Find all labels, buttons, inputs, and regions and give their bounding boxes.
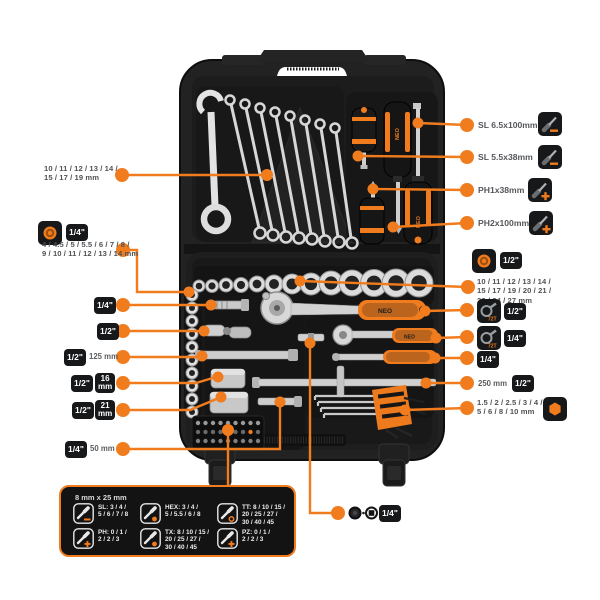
socket-icon xyxy=(38,221,62,245)
bit-icon-hex xyxy=(140,503,161,529)
svg-text:72T: 72T xyxy=(488,344,497,350)
badge-quarter-adapter: 1/4" xyxy=(94,297,116,314)
badge-half-ratchet: 1/2" xyxy=(504,303,526,320)
adapter-knurled xyxy=(212,299,249,311)
screwdriver-sl55 xyxy=(351,107,377,169)
screwdriver-sl65: NEO xyxy=(403,103,433,245)
badge-21mm: 21 mm xyxy=(95,400,116,420)
badge-quarter-ext50: 1/4" xyxy=(65,441,87,458)
screwdriver-ph2: NEO xyxy=(383,101,412,234)
callout-half-socket-sizes: 10 / 11 / 12 / 13 / 14 / 15 / 17 / 19 / … xyxy=(477,277,552,305)
svg-text:72T: 72T xyxy=(488,317,497,323)
bit-icon-sl xyxy=(73,503,94,529)
wrench-set xyxy=(224,94,359,250)
large-wrench xyxy=(196,89,232,235)
bit-list-ph: PH: 0 / 1 / 2 / 2 / 3 xyxy=(98,529,127,544)
bit-list-tx: TX: 8 / 10 / 15 / 20 / 25 / 27 / 30 / 40… xyxy=(165,529,210,551)
label-sl55: SL 5.5x38mm xyxy=(478,152,533,162)
badge-half-inch-header: 1/2" xyxy=(500,252,522,269)
bits-panel-title: 8 mm x 25 mm xyxy=(75,493,127,502)
bit-list-sl: SL: 3 / 4 / 5 / 6 / 7 / 8 xyxy=(98,504,129,519)
badge-quarter-flex: 1/4" xyxy=(477,351,499,368)
label-ph2: PH2x100mm xyxy=(478,218,530,228)
socket-21mm xyxy=(209,391,249,414)
phillips-screwdriver-icon xyxy=(529,211,553,235)
latch-right xyxy=(378,443,410,487)
bit-adapter-tool xyxy=(297,333,325,342)
slotted-screwdriver-icon xyxy=(538,112,562,136)
badge-half-joint: 1/2" xyxy=(97,323,119,340)
flex-handle xyxy=(332,350,437,364)
ratchet-icon: 72T xyxy=(477,326,501,350)
label-50mm: 50 mm xyxy=(90,444,115,453)
bit-list-tt: TT: 8 / 10 / 15 / 20 / 25 / 27 / 30 / 40… xyxy=(242,504,285,526)
callout-dots xyxy=(115,117,475,520)
svg-text:NEO: NEO xyxy=(378,308,392,315)
bit-list-pz: PZ: 0 / 1 / 2 / 2 / 3 xyxy=(242,529,271,544)
bit-list-hex: HEX: 3 / 4 / 5 / 5.5 / 6 / 8 xyxy=(165,504,201,519)
svg-text:NEO: NEO xyxy=(404,335,415,341)
socket-icon xyxy=(472,249,496,273)
badge-quarter-inch-header: 1/4" xyxy=(66,224,88,241)
slotted-screwdriver-icon xyxy=(538,145,562,169)
universal-joint xyxy=(202,324,252,339)
label-250mm: 250 mm xyxy=(478,379,508,388)
extension-125mm xyxy=(195,349,298,361)
badge-half-ext125: 1/2" xyxy=(64,349,86,366)
callout-lines xyxy=(122,121,469,515)
bit-icon-tt xyxy=(217,503,238,529)
label-sl65: SL 6.5x100mm xyxy=(478,120,538,130)
callout-wrench-sizes: 10 / 11 / 12 / 13 / 14 / 15 / 17 / 19 mm xyxy=(44,164,118,183)
bit-icon-tx xyxy=(140,528,161,554)
label-ph1: PH1x38mm xyxy=(478,185,525,195)
ratchet-quarter-inch: NEO xyxy=(332,324,438,346)
callout-hex-key-sizes: 1.5 / 2 / 2.5 / 3 / 4 / 5 / 6 / 8 / 10 m… xyxy=(477,398,543,417)
hex-key-set xyxy=(313,385,427,439)
badge-16mm: 16 mm xyxy=(95,373,116,393)
svg-text:NEO: NEO xyxy=(395,127,401,140)
adapter-glyphs xyxy=(348,506,378,520)
bits-panel: 8 mm x 25 mm SL: 3 / 4 / 5 / 6 / 7 / 8 H… xyxy=(59,485,296,557)
label-125mm: 125 mm xyxy=(89,352,119,361)
badge-half-socket21: 1/2" xyxy=(72,402,94,419)
bit-icon-ph xyxy=(73,528,94,554)
ratchet-half-inch: NEO xyxy=(260,291,427,325)
badge-quarter-bit-adapter: 1/4" xyxy=(379,505,401,522)
phillips-screwdriver-icon xyxy=(528,178,552,202)
callout-quarter-socket-sizes: 4 / 4.5 / 5 / 5.5 / 6 / 7 / 8 / 9 / 10 /… xyxy=(42,240,139,259)
badge-half-socket16: 1/2" xyxy=(71,375,93,392)
bit-icon-pz xyxy=(217,528,238,554)
badge-half-ext250: 1/2" xyxy=(512,375,534,392)
ratchet-icon: 72T xyxy=(477,299,501,323)
hex-key-icon xyxy=(543,397,567,421)
svg-text:NEO: NEO xyxy=(416,215,422,228)
badge-quarter-ratchet: 1/4" xyxy=(504,330,526,347)
